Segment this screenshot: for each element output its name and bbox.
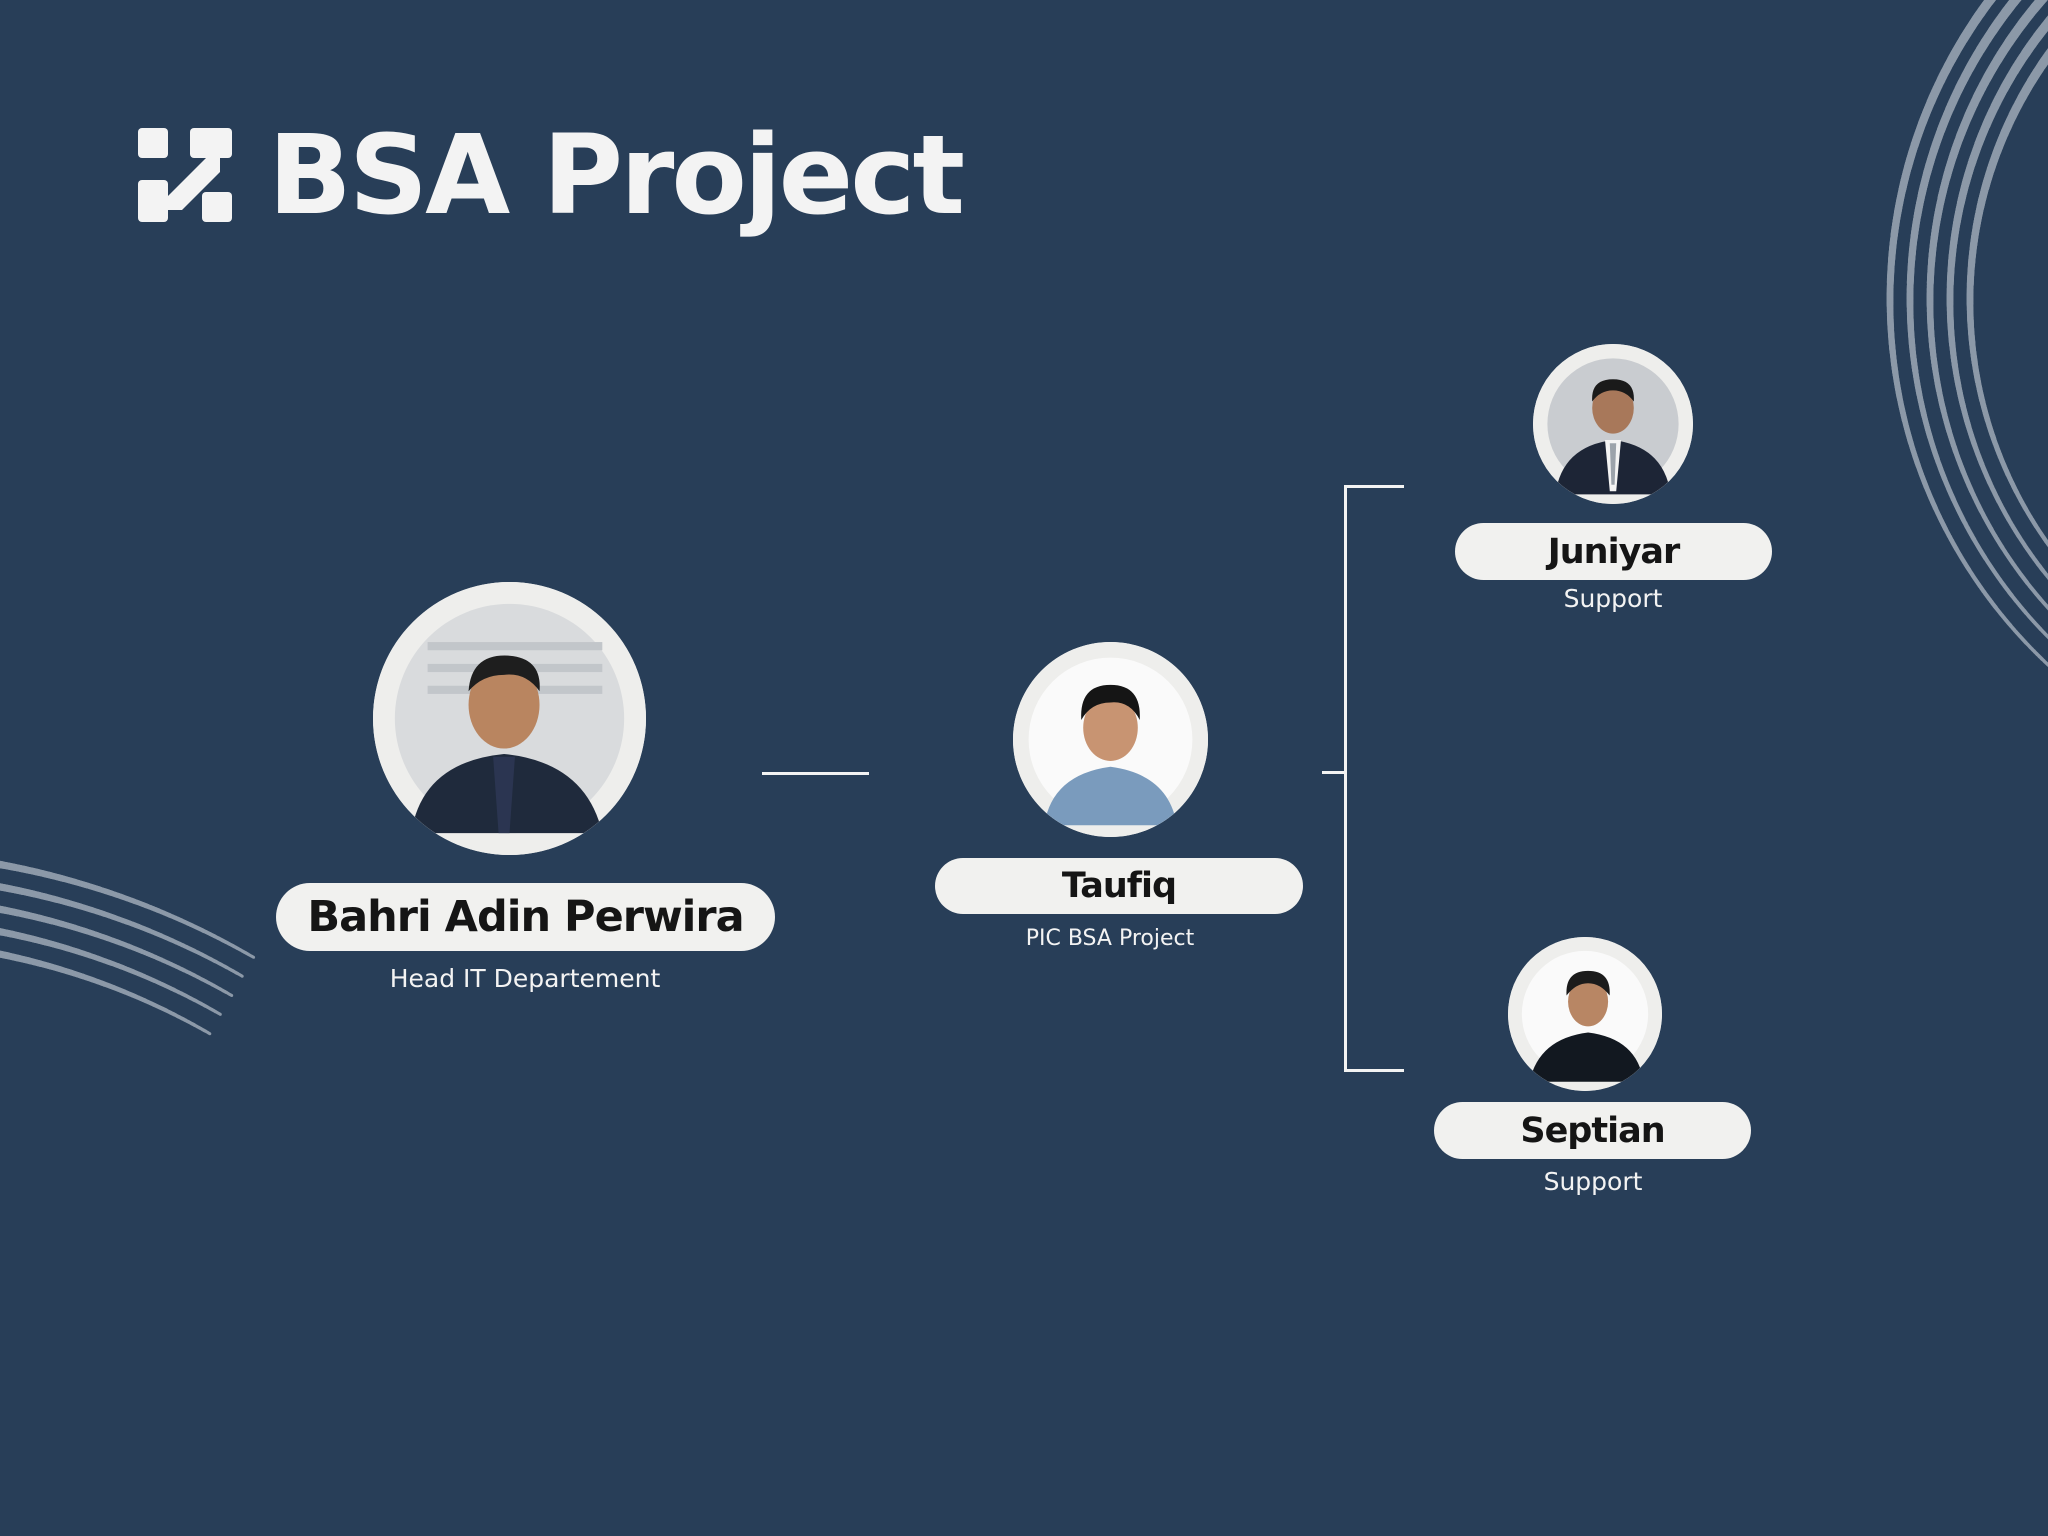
decor-dot	[218, 1012, 222, 1016]
decor-dot	[2016, 0, 2022, 1]
decor-dot	[2041, 0, 2048, 1]
decor-dot	[230, 994, 234, 997]
decor-dot	[240, 974, 244, 978]
decor-dot	[208, 1032, 212, 1036]
decor-dot	[252, 955, 256, 959]
